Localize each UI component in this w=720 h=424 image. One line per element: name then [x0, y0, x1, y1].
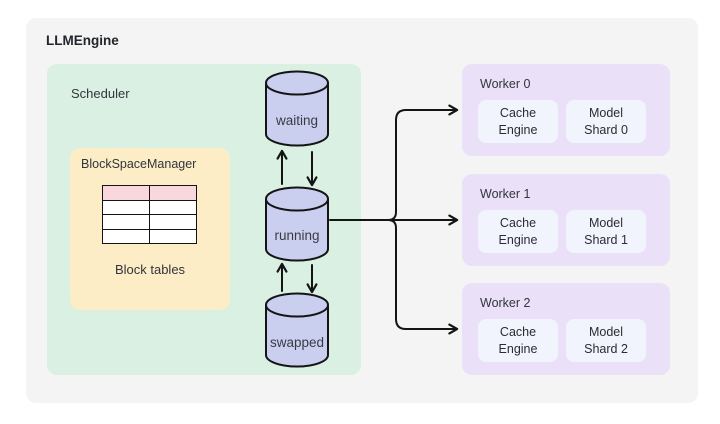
block-table-cell — [102, 185, 150, 201]
worker-0-cache-engine-box: Cache Engine — [478, 100, 558, 143]
block-table — [102, 185, 197, 244]
block-table-cell — [149, 214, 197, 230]
worker-1-label: Worker 1 — [480, 187, 531, 201]
block-table-cell — [149, 199, 197, 215]
block-space-manager-label: BlockSpaceManager — [81, 157, 197, 171]
cache-engine-label: Cache Engine — [498, 216, 538, 247]
block-table-row — [102, 199, 197, 215]
worker-1-cache-engine-box: Cache Engine — [478, 210, 558, 253]
cache-engine-label: Cache Engine — [498, 325, 538, 356]
block-table-cell — [149, 228, 197, 244]
worker-0-model-shard-box: Model Shard 0 — [566, 100, 646, 143]
block-table-header-row — [102, 185, 197, 201]
model-shard-label: Model Shard 0 — [584, 106, 628, 137]
worker-2-model-shard-box: Model Shard 2 — [566, 319, 646, 362]
block-table-cell — [102, 199, 150, 215]
llm-engine-title: LLMEngine — [46, 33, 119, 48]
block-table-cell — [102, 228, 150, 244]
scheduler-label: Scheduler — [71, 86, 130, 101]
block-table-row — [102, 228, 197, 244]
worker-2-cache-engine-box: Cache Engine — [478, 319, 558, 362]
worker-1-container: Worker 1 Cache Engine Model Shard 1 — [462, 174, 670, 266]
block-table-cell — [149, 185, 197, 201]
block-table-cell — [102, 214, 150, 230]
model-shard-label: Model Shard 2 — [584, 325, 628, 356]
model-shard-label: Model Shard 1 — [584, 216, 628, 247]
worker-2-container: Worker 2 Cache Engine Model Shard 2 — [462, 283, 670, 375]
worker-2-label: Worker 2 — [480, 296, 531, 310]
worker-0-label: Worker 0 — [480, 77, 531, 91]
block-table-row — [102, 214, 197, 230]
cache-engine-label: Cache Engine — [498, 106, 538, 137]
block-table-caption: Block tables — [114, 262, 186, 277]
worker-1-model-shard-box: Model Shard 1 — [566, 210, 646, 253]
worker-0-container: Worker 0 Cache Engine Model Shard 0 — [462, 64, 670, 156]
